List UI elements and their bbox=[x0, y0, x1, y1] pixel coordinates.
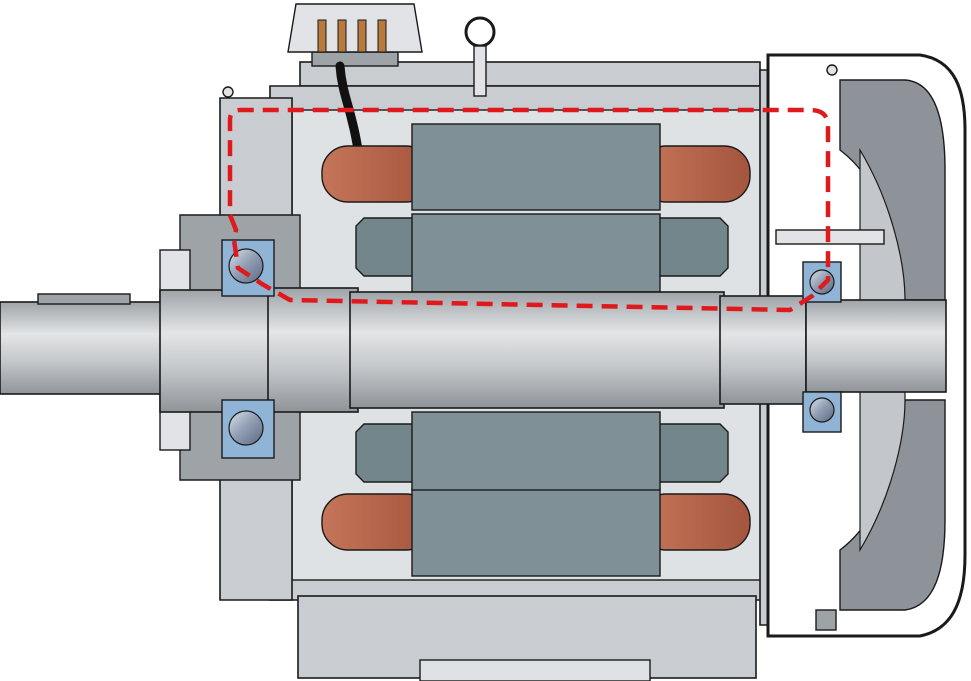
bearing-ball bbox=[809, 269, 835, 295]
supply-cable bbox=[335, 61, 363, 155]
bearing-ball bbox=[228, 410, 264, 446]
shaft-keyway bbox=[37, 293, 131, 305]
shaft-rotor-section bbox=[349, 291, 725, 409]
terminal-post bbox=[337, 19, 347, 53]
fixings bbox=[222, 64, 885, 631]
lifting-eye-stem bbox=[473, 45, 487, 97]
grease-nipple bbox=[222, 86, 234, 98]
shaft-de-section bbox=[159, 289, 271, 413]
bearing-current-path bbox=[227, 107, 831, 313]
stator-core-top bbox=[411, 123, 661, 211]
shaft-nde-section bbox=[719, 295, 807, 405]
shaft-extension bbox=[0, 301, 171, 395]
terminal-post bbox=[357, 19, 367, 53]
lifting-eye-ring bbox=[464, 16, 496, 48]
stator-core bbox=[411, 123, 661, 577]
terminal-box bbox=[287, 3, 423, 155]
terminal-box-base bbox=[311, 51, 399, 67]
bearing-ball bbox=[809, 397, 835, 423]
terminal-post bbox=[317, 19, 327, 53]
terminal-box-cover bbox=[287, 3, 423, 53]
non-drive-end-bearing-bottom bbox=[802, 391, 842, 433]
cowl-bolt bbox=[815, 609, 837, 631]
bearing-ball bbox=[228, 248, 264, 284]
terminal-post bbox=[377, 19, 387, 53]
rotor-lam-upper bbox=[411, 213, 661, 293]
drive-end-bearing-bottom bbox=[221, 399, 275, 459]
shaft-main bbox=[267, 287, 359, 413]
rotor-core bbox=[355, 213, 729, 491]
stator-core-bottom bbox=[411, 487, 661, 577]
lifting-eye bbox=[464, 16, 496, 97]
stator-windings bbox=[321, 145, 751, 551]
rotor-lam-lower bbox=[411, 411, 661, 491]
grease-nipple bbox=[826, 64, 838, 76]
shaft-fan-end bbox=[805, 299, 947, 393]
motor-shaft bbox=[0, 287, 947, 413]
non-drive-end-bearing-top bbox=[802, 261, 842, 303]
foot-slot bbox=[419, 659, 651, 681]
